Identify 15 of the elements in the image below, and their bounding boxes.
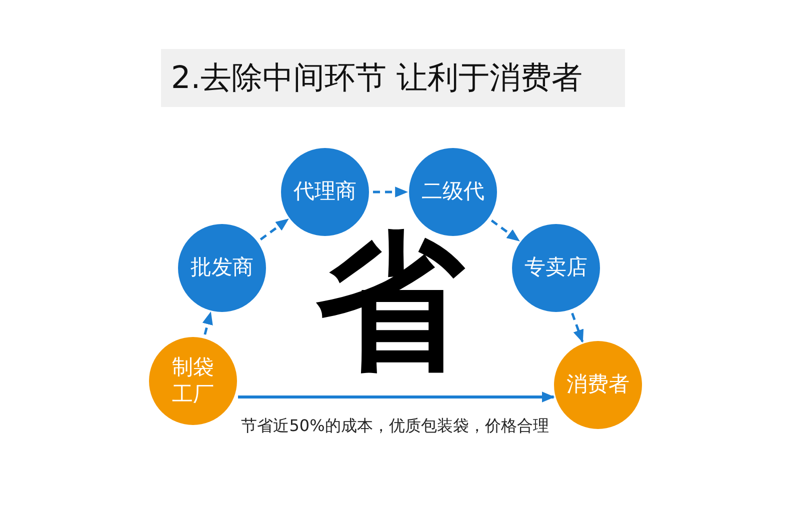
node-label: 制袋工厂 — [171, 354, 215, 408]
node-label: 消费者 — [566, 371, 630, 398]
node-label: 二级代 — [422, 178, 484, 206]
dashed-arrow — [202, 312, 213, 335]
dashed-arrow — [260, 218, 289, 240]
node-label: 批发商 — [190, 254, 254, 282]
node-label: 专卖店 — [524, 254, 588, 282]
title: 2.去除中间环节 让利于消费者 — [171, 60, 582, 96]
caption-note: 节省近50%的成本，优质包装袋，价格合理 — [240, 416, 550, 436]
node-label: 代理商 — [294, 178, 356, 206]
dashed-arrow — [373, 186, 408, 198]
dashed-arrow — [571, 312, 584, 343]
dashed-arrow — [490, 220, 520, 242]
arrow — [238, 392, 555, 402]
headline-character: 省 — [315, 228, 466, 376]
